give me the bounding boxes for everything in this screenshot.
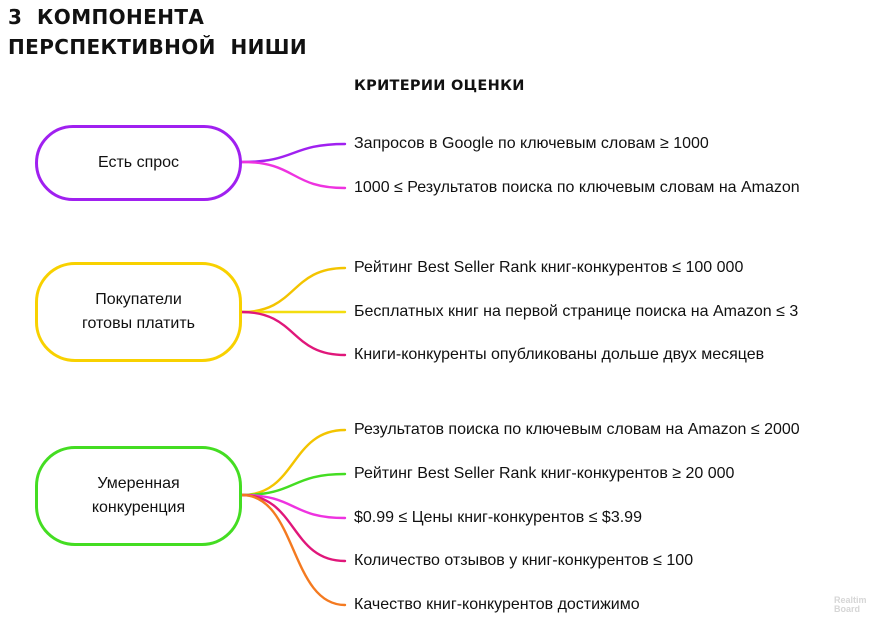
category-label-line: Покупатели [95,291,182,308]
connector-line [240,493,347,520]
connector-line [240,310,347,357]
criterion-item: Книги-конкуренты опубликованы дольше дву… [354,346,765,363]
criterion-item: Бесплатных книг на первой странице поиск… [354,303,799,320]
page-title: 3 КОМПОНЕНТА ПЕРСПЕКТИВНОЙ НИШИ [8,2,307,62]
category-node-moderate-competition: Умеренная конкуренция [35,446,242,546]
criterion-item: Рейтинг Best Seller Rank книг-конкуренто… [354,465,735,482]
connector-line [240,160,347,190]
category-node-buyers-ready-to-pay: Покупатели готовы платить [35,262,242,362]
criterion-item: 1000 ≤ Результатов поиска по ключевым сл… [354,179,800,196]
criterion-item: Количество отзывов у книг-конкурентов ≤ … [354,552,694,569]
criterion-item: Запросов в Google по ключевым словам ≥ 1… [354,135,709,152]
criterion-item: Качество книг-конкурентов достижимо [354,596,640,613]
connector-line [240,493,347,607]
category-label-line: конкуренция [91,499,186,516]
realtimeboard-watermark: Realtim Board [834,595,867,614]
connector-line [240,142,347,164]
title-line-2: ПЕРСПЕКТИВНОЙ НИШИ [8,35,308,59]
criterion-item: Рейтинг Best Seller Rank книг-конкуренто… [354,259,744,276]
criterion-item: $0.99 ≤ Цены книг-конкурентов ≤ $3.99 [354,509,642,526]
category-node-demand: Есть спрос [35,125,242,201]
criterion-item: Результатов поиска по ключевым словам на… [354,421,800,438]
category-label-line: Есть спрос [97,154,180,171]
connector-line [240,266,347,314]
criteria-heading: КРИТЕРИИ ОЦЕНКИ [354,78,525,94]
category-label-line: готовы платить [82,315,195,332]
connector-line [240,493,347,563]
connector-line [240,428,347,497]
title-line-1: 3 КОМПОНЕНТА [8,5,205,29]
category-label-line: Умеренная [97,475,180,492]
connector-line [240,472,347,497]
